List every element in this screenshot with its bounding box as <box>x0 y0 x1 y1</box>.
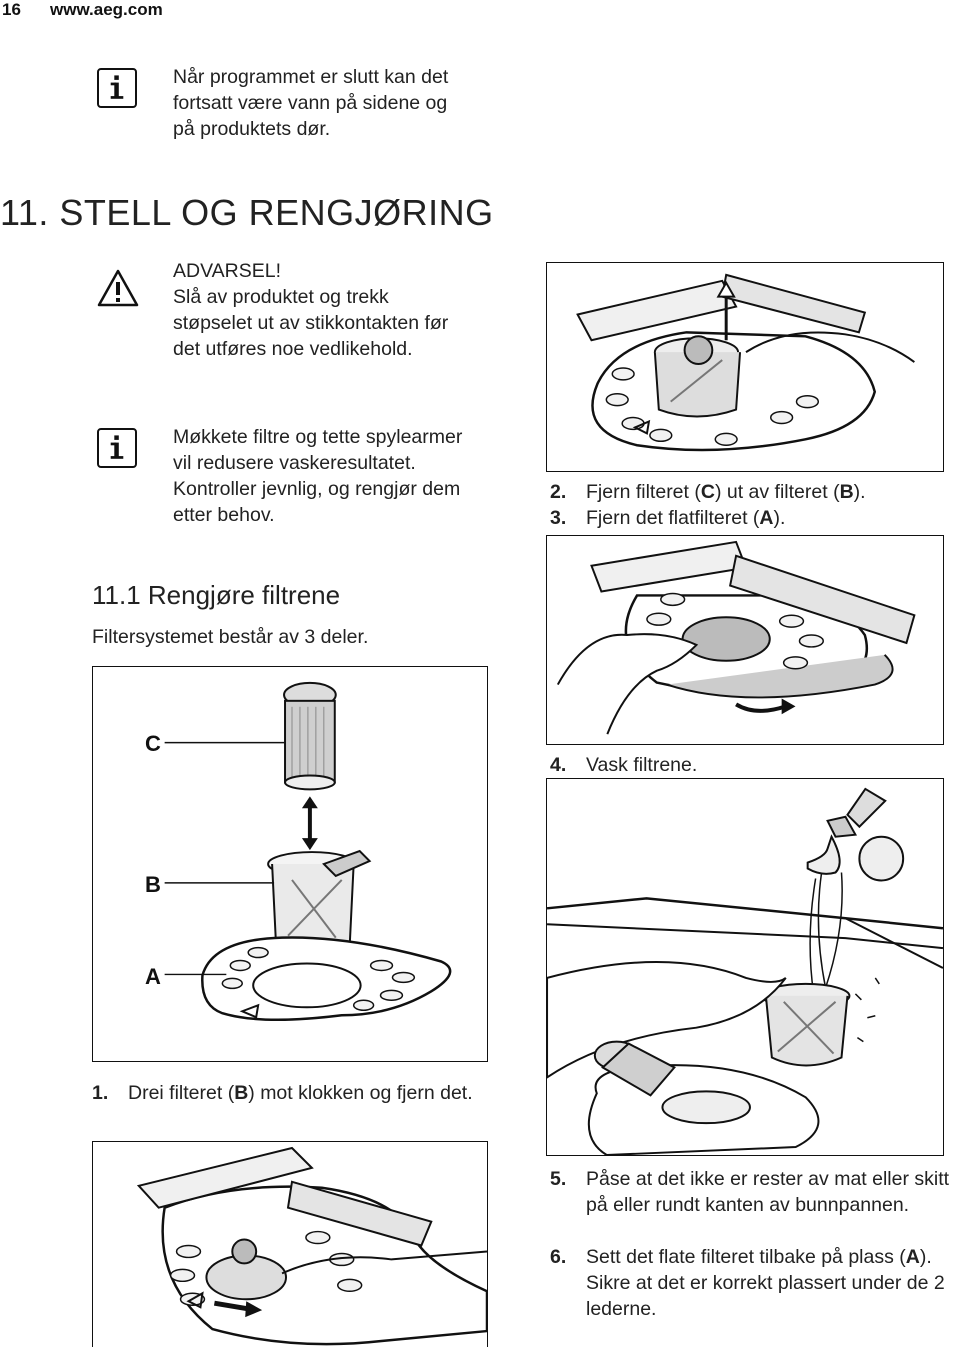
step-text: Påse at det ikke er rester av mat eller … <box>586 1168 950 1216</box>
label-a: A <box>145 964 161 989</box>
step-text-part: ) mot klokken og fjern det. <box>248 1082 473 1104</box>
step-number: 6. <box>550 1246 567 1268</box>
step-2: 2. Fjern filteret (C) ut av filteret (B)… <box>550 479 950 505</box>
warning-icon <box>96 268 140 308</box>
subsection-intro: Filtersystemet består av 3 deler. <box>92 626 369 648</box>
remove-flat-filter-figure <box>546 535 944 745</box>
note-text: Når programmet er slutt kan det fortsatt… <box>173 66 449 140</box>
section-title: 11. STELL OG RENGJØRING <box>0 192 494 233</box>
part-key: A <box>759 507 774 529</box>
label-c: C <box>145 731 161 756</box>
info-icon <box>97 68 137 108</box>
step-6: 6. Sett det flate filteret tilbake på pl… <box>550 1244 960 1322</box>
step-text-part: Sett det flate filteret tilbake på plass… <box>586 1246 906 1268</box>
step-text-part: Fjern filteret ( <box>586 481 701 503</box>
step-5: 5. Påse at det ikke er rester av mat ell… <box>550 1166 960 1244</box>
rotate-filter-figure <box>92 1141 488 1347</box>
note-text: Møkkete filtre og tette spylearmer vil r… <box>173 426 463 526</box>
step-text-part: Drei filteret ( <box>128 1082 235 1104</box>
part-key: B <box>839 481 854 503</box>
step-text: Fjern det flatfilteret (A). <box>586 505 950 531</box>
step-text: Fjern filteret (C) ut av filteret (B). <box>586 479 950 505</box>
page-number: 16 <box>2 0 21 19</box>
step-number: 2. <box>550 481 567 503</box>
step-text-part: ). <box>853 481 866 503</box>
warning-text: Slå av produktet og trekk støpselet ut a… <box>173 286 449 360</box>
step-number: 3. <box>550 507 567 529</box>
step-text-part: ). Sikre at det er korrekt plassert unde… <box>586 1246 945 1320</box>
step-number: 1. <box>92 1082 109 1104</box>
step-3: 3. Fjern det flatfilteret (A). <box>550 505 950 531</box>
website-link[interactable]: www.aeg.com <box>50 0 163 19</box>
remove-filter-c-figure <box>546 262 944 472</box>
part-key: B <box>234 1082 249 1104</box>
step-1: 1. Drei filteret (B) mot klokken og fjer… <box>92 1080 502 1136</box>
filter-parts-figure: C B A <box>92 666 488 1062</box>
warning-title: ADVARSEL! <box>173 260 282 282</box>
part-key: A <box>905 1246 920 1268</box>
info-icon <box>97 428 137 468</box>
step-text-part: ) ut av filteret ( <box>714 481 840 503</box>
subsection-title: 11.1 Rengjøre filtrene <box>92 580 341 610</box>
part-key: C <box>700 481 715 503</box>
step-4: 4. Vask filtrene. <box>550 752 950 778</box>
step-number: 4. <box>550 754 567 776</box>
wash-filters-figure <box>546 778 944 1156</box>
step-number: 5. <box>550 1168 567 1190</box>
warning-block: ADVARSEL! Slå av produktet og trekk støp… <box>173 258 473 362</box>
step-text: Vask filtrene. <box>586 754 698 776</box>
step-text: Drei filteret (B) mot klokken og fjern d… <box>128 1080 502 1106</box>
step-text-part: ). <box>773 507 786 529</box>
label-b: B <box>145 872 161 897</box>
step-text-part: Fjern det flatfilteret ( <box>586 507 760 529</box>
step-text: Sett det flate filteret tilbake på plass… <box>586 1244 960 1322</box>
